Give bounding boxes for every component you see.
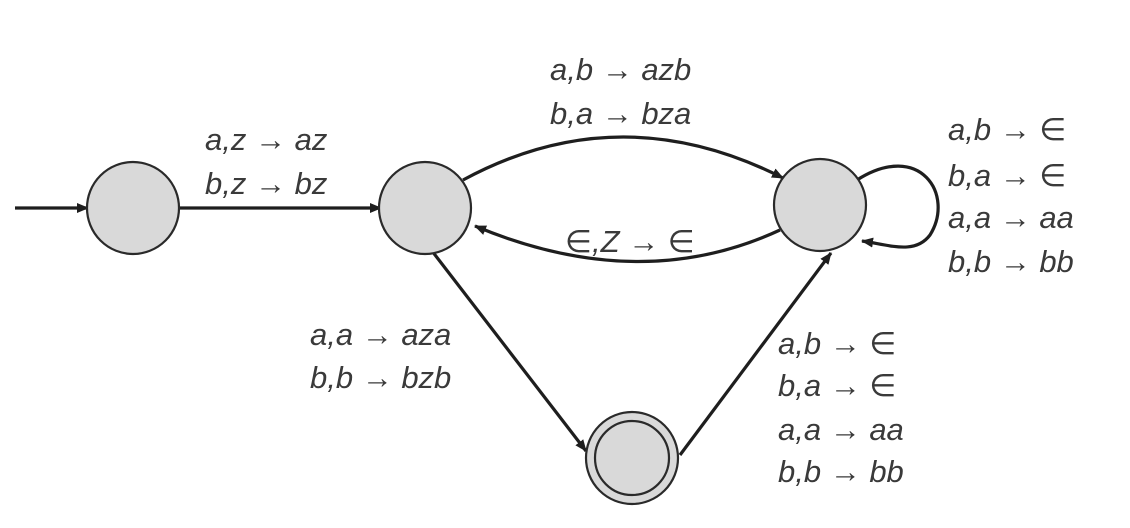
label-q3-q2-line2: b,a → ∈ [778,368,896,403]
state-q2 [772,157,868,253]
label-q1-q2-line1: a,b → azb [550,52,691,87]
label-q2-self-line2: b,a → ∈ [948,158,1066,193]
label-q2-self-line1: a,b → ∈ [948,112,1066,147]
label-q1-q3-line1: a,a → aza [310,317,451,352]
state-q3-accepting-inner [593,419,671,497]
label-q0-q1-line1: a,z → az [205,122,328,157]
edge-q1-q2 [462,135,784,182]
label-q3-q2-line4: b,b → bb [778,454,904,489]
label-q2-self-line4: b,b → bb [948,244,1074,279]
label-q3-q2-line3: a,a → aa [778,412,904,447]
edge-q3-q2 [678,252,833,456]
label-q3-q2-line1: a,b → ∈ [778,326,896,361]
state-q1 [377,160,473,256]
edge-q1-q3 [430,250,588,452]
label-q0-q1-line2: b,z → bz [205,166,328,201]
edge-q2-self-loop [856,164,940,249]
state-q0 [85,160,181,256]
label-q1-q3-line2: b,b → bzb [310,360,451,395]
label-q2-self-line3: a,a → aa [948,200,1074,235]
label-q2-q1-line1: ∈,Z → ∈ [565,224,695,259]
edge-q2-q1 [474,224,781,264]
label-q1-q2-line2: b,a → bza [550,96,691,131]
